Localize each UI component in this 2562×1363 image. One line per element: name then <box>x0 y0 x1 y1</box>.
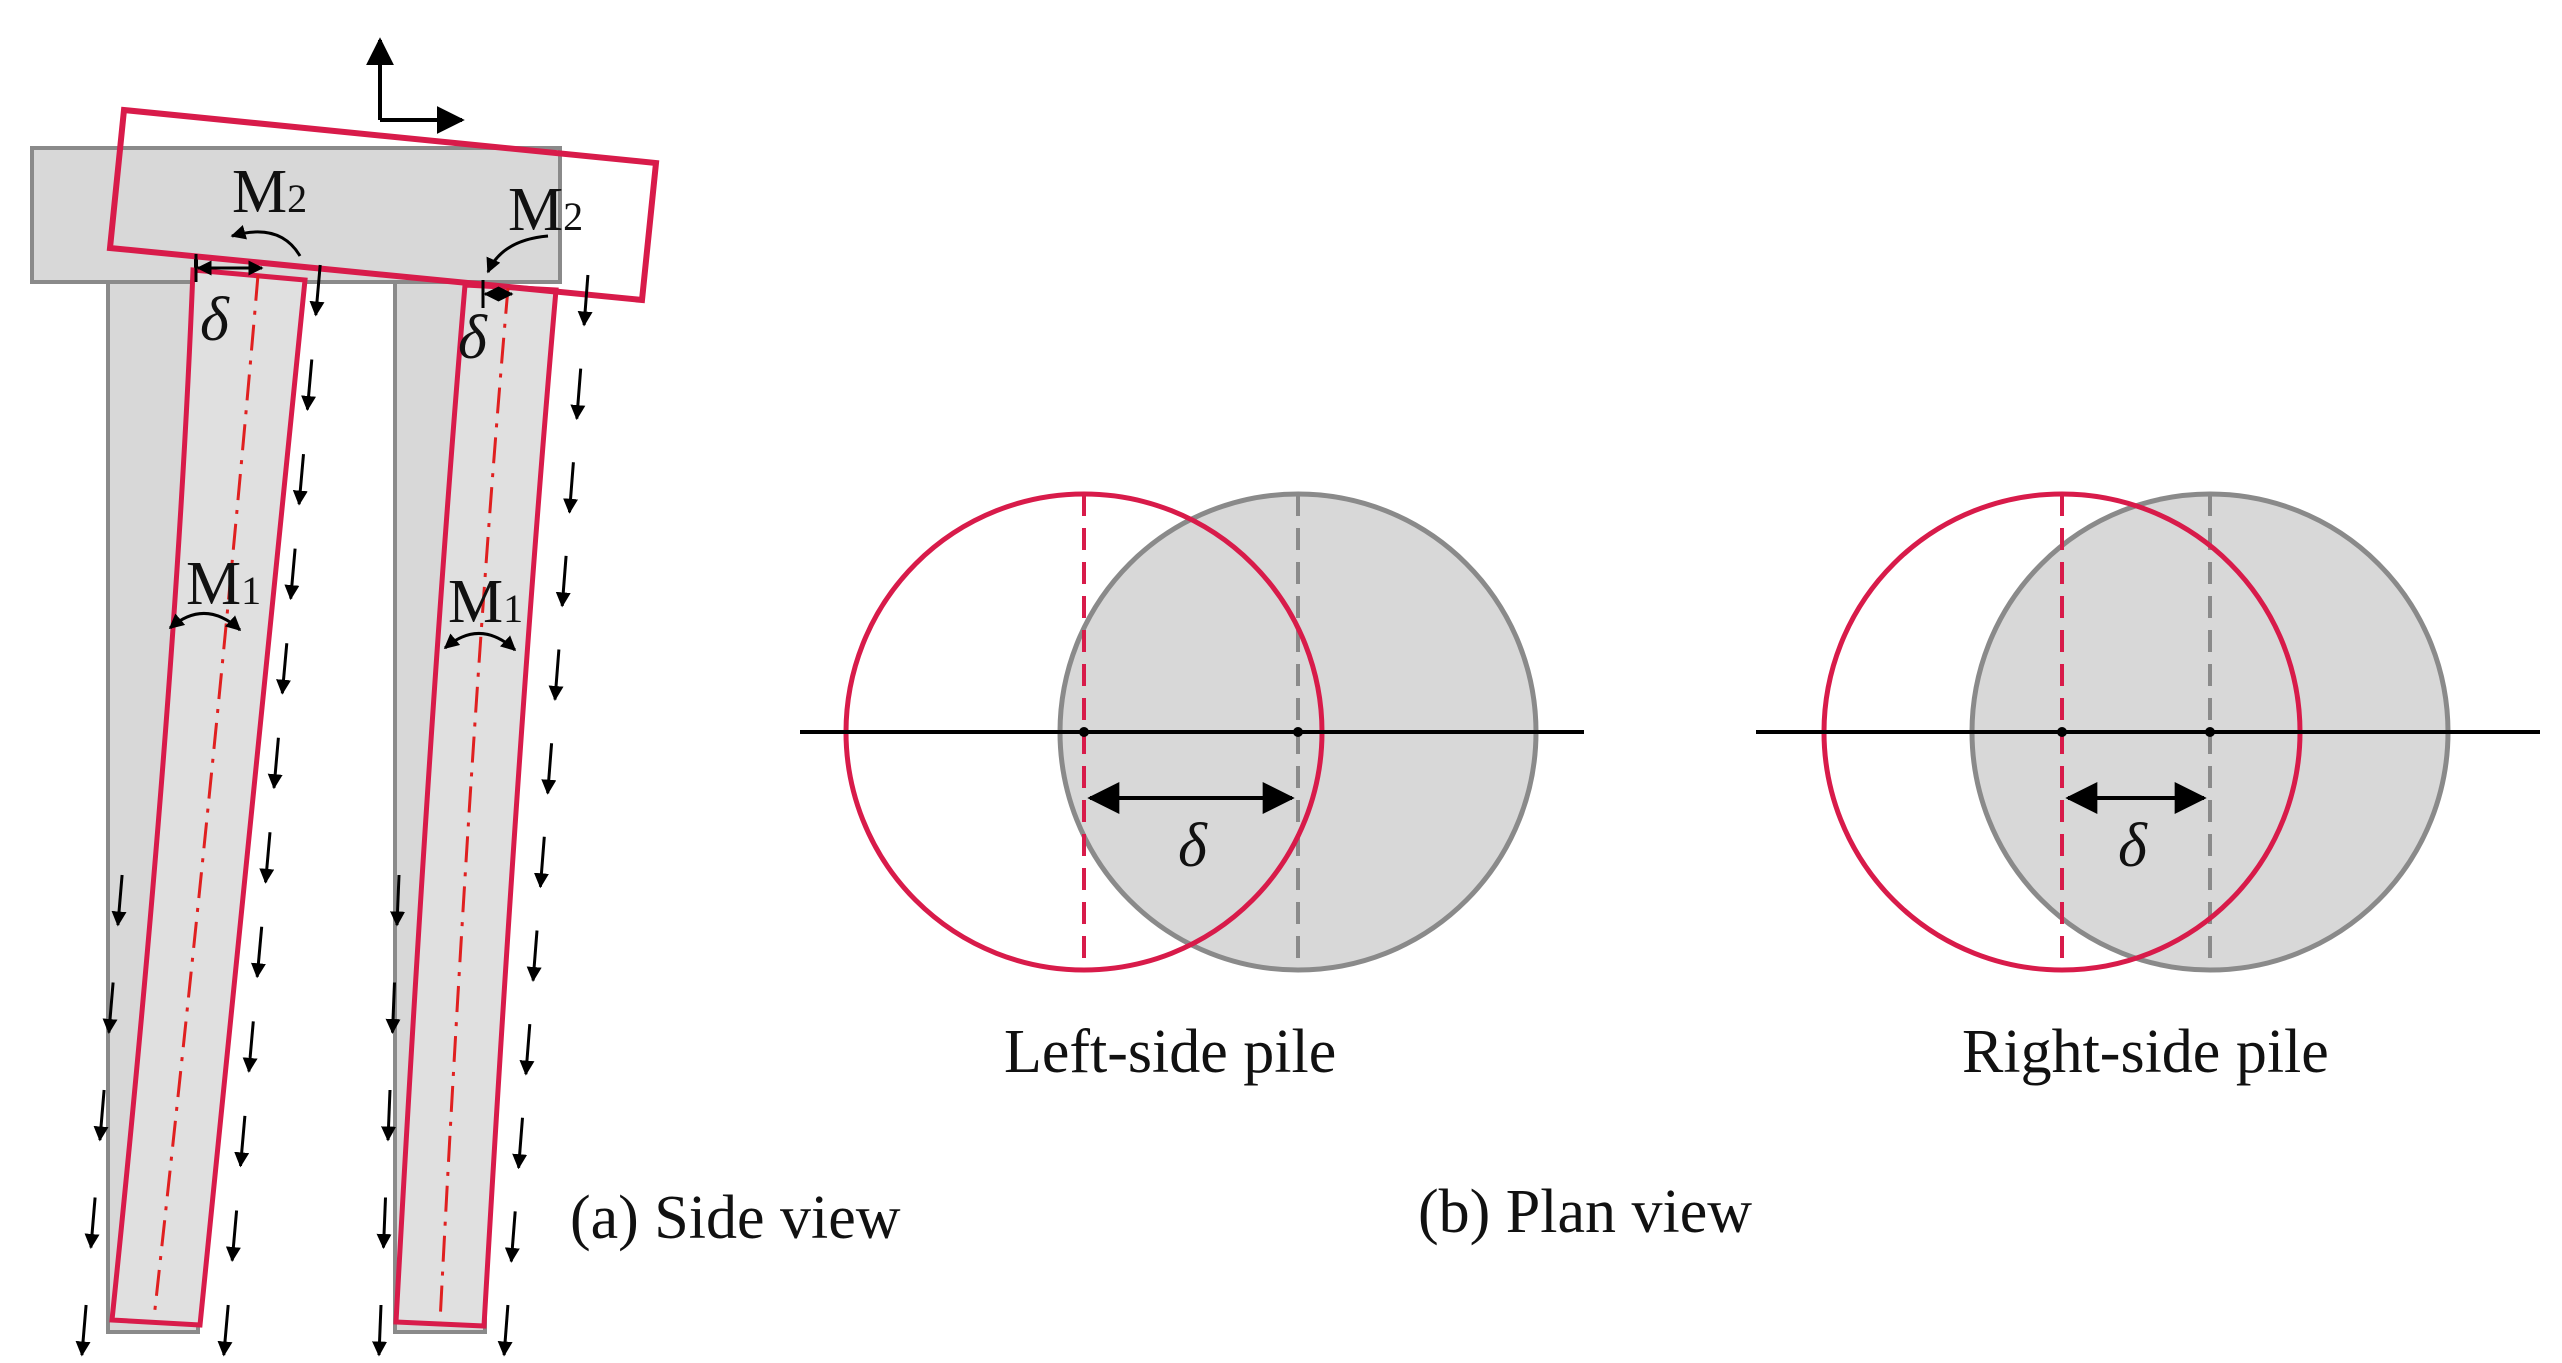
side-delta-left: δ <box>200 286 230 354</box>
friction-arrow <box>250 926 266 979</box>
friction-arrow <box>381 1089 397 1142</box>
m1-left-arrow <box>168 612 242 632</box>
friction-arrows <box>75 264 593 1357</box>
friction-arrow <box>259 832 275 884</box>
friction-arrow <box>526 930 542 982</box>
friction-arrow <box>563 462 579 514</box>
friction-arrow <box>75 1304 91 1357</box>
friction-arrow <box>548 649 564 701</box>
moment-m2: M2 M2 <box>230 158 583 274</box>
friction-arrow <box>512 1117 528 1170</box>
side-delta-right: δ <box>458 304 488 372</box>
friction-arrow <box>102 982 118 1034</box>
friction-arrow <box>234 1115 250 1168</box>
friction-arrow <box>292 453 308 506</box>
friction-arrow <box>519 1023 535 1076</box>
side-view-caption: (a) Side view <box>570 1184 901 1252</box>
m1-right-label: M1 <box>448 568 523 636</box>
side-displacement-markers: δ δ <box>194 254 514 372</box>
m1-left-label: M1 <box>186 550 261 618</box>
friction-arrow <box>390 874 406 927</box>
coordinate-axes-icon <box>366 37 465 134</box>
friction-arrow <box>385 982 401 1034</box>
moment-m1: M1 M1 <box>168 550 523 652</box>
friction-arrow <box>309 264 325 317</box>
m2-left-arrow <box>230 225 302 257</box>
friction-arrow <box>217 1304 233 1357</box>
friction-arrow <box>93 1089 109 1142</box>
displaced-pile-cap <box>106 106 660 304</box>
m2-right-arrow <box>486 234 549 274</box>
left-plan-delta: δ <box>1178 812 1208 880</box>
side-view: δ δ M2 M2 M1 M1 (a) Side view <box>30 37 901 1357</box>
friction-arrow <box>376 1197 392 1249</box>
m1-right-arrow <box>443 632 517 652</box>
left-side-pile-plan: δ Left-side pile <box>800 491 1584 1086</box>
m2-right-label: M2 <box>508 176 583 244</box>
displaced-right-pile <box>393 282 559 1329</box>
plan-view-caption: (b) Plan view <box>1418 1178 1752 1246</box>
friction-arrow <box>284 548 300 601</box>
right-plan-delta: δ <box>2118 812 2148 880</box>
friction-arrow <box>570 368 586 421</box>
left-pile-caption: Left-side pile <box>1004 1018 1336 1086</box>
friction-arrow <box>497 1304 513 1357</box>
friction-arrow <box>242 1021 258 1073</box>
m2-left-label: M2 <box>232 158 307 226</box>
friction-arrow <box>267 737 283 790</box>
friction-arrow <box>577 274 593 327</box>
right-pile-caption: Right-side pile <box>1962 1018 2329 1086</box>
friction-arrow <box>301 359 317 411</box>
friction-arrow <box>225 1210 241 1262</box>
friction-arrow <box>372 1304 388 1357</box>
plan-view: δ Left-side pile δ Right-side pile (b) P… <box>800 491 2540 1246</box>
displaced-centerlines <box>152 274 510 1323</box>
friction-arrow <box>111 874 127 927</box>
friction-arrow <box>541 743 557 795</box>
friction-arrow <box>276 643 291 695</box>
friction-arrow <box>555 555 571 608</box>
displaced-structure <box>106 106 660 1329</box>
friction-arrow <box>533 836 549 889</box>
friction-arrow <box>84 1197 100 1249</box>
right-side-pile-plan: δ Right-side pile <box>1756 491 2540 1086</box>
friction-arrow <box>504 1211 520 1263</box>
